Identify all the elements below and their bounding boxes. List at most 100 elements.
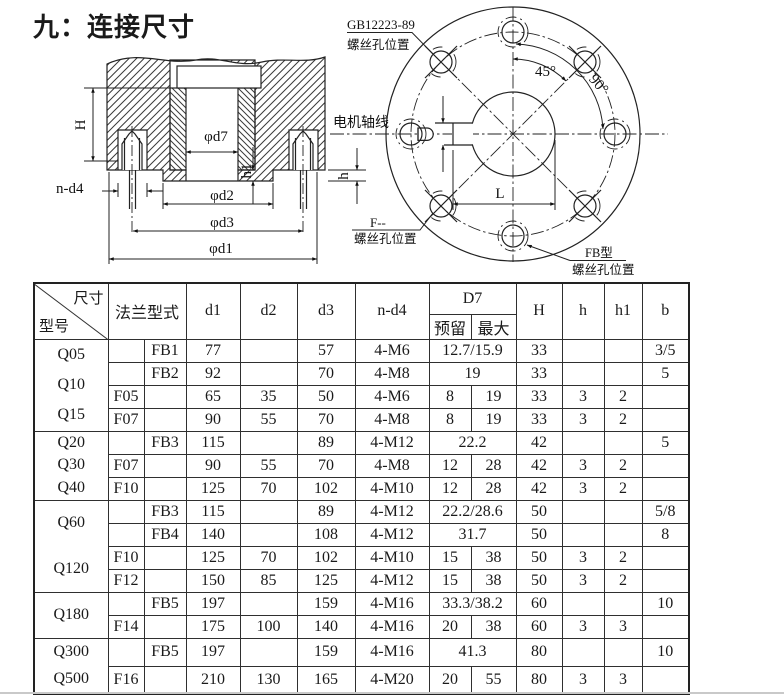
flange-f-cell [107,522,145,547]
flange-fb-cell [143,614,187,639]
b-cell: 5/8 [641,499,690,524]
H-cell: 50 [515,522,563,547]
h-cell: 3 [561,568,605,593]
h-cell: 3 [561,665,605,695]
dim-n-d4: n-d4 [56,181,84,197]
h-cell: 3 [561,407,605,432]
n-d4-cell: 4-M10 [354,476,430,501]
flange-f-cell: F05 [107,384,145,409]
right-bolt [292,126,314,235]
h-cell [561,338,605,363]
d3-cell: 108 [296,522,356,547]
d3-cell: 140 [296,614,356,639]
n-d4-cell: 4-M12 [354,568,430,593]
d1-cell: 92 [185,361,241,386]
flange-fb-cell: FB3 [143,499,187,524]
header-h1: h1 [603,282,643,340]
n-d4-cell: 4-M8 [354,453,430,478]
n-d4-cell: 4-M12 [354,522,430,547]
d3-cell: 70 [296,407,356,432]
flange-f-cell [107,361,145,386]
h1-cell [603,338,643,363]
n-d4-cell: 4-M20 [354,665,430,695]
D7-reserved-cell: 8 [428,407,472,432]
H-cell: 50 [515,545,563,570]
n-d4-cell: 4-M6 [354,338,430,363]
d3-cell: 165 [296,665,356,695]
H-cell: 42 [515,453,563,478]
h1-cell: 3 [603,614,643,639]
d2-cell: 55 [239,407,298,432]
b-cell [641,384,690,409]
h1-cell: 2 [603,453,643,478]
h1-cell: 2 [603,384,643,409]
header-D7: D7 [428,282,517,315]
D7-reserved-cell: 20 [428,665,472,695]
dim-h: h [336,172,352,180]
D7-reserved-cell: 15 [428,568,472,593]
dim-d3: φd3 [210,215,234,231]
flange-f-cell: F10 [107,545,145,570]
label-gb-standard: GB12223-89 [347,17,415,32]
h1-cell [603,361,643,386]
d3-cell: 89 [296,430,356,455]
D7-max-cell: 28 [470,476,517,501]
dim-d1: φd1 [209,241,233,257]
h1-cell [603,430,643,455]
d2-cell [239,522,298,547]
d1-cell: 175 [185,614,241,639]
D7-reserved-cell: 12 [428,476,472,501]
h-cell [561,591,605,616]
D7-cell: 33.3/38.2 [428,591,517,616]
flange-f-cell: F16 [107,665,145,695]
d2-cell: 70 [239,545,298,570]
d1-cell: 77 [185,338,241,363]
label-45deg: 45° [535,64,556,80]
header-h: h [561,282,605,340]
d1-cell: 150 [185,568,241,593]
label-fb-hole-pos: 螺丝孔位置 [572,262,635,277]
h-cell [561,430,605,455]
h-cell: 3 [561,545,605,570]
header-n-d4: n-d4 [354,282,430,340]
d3-cell: 70 [296,453,356,478]
model-label: Q30 [57,456,86,474]
d3-cell: 125 [296,568,356,593]
d3-cell: 50 [296,384,356,409]
d1-cell: 210 [185,665,241,695]
d1-cell: 115 [185,430,241,455]
D7-max-cell: 19 [470,384,517,409]
dim-H: H [73,119,89,130]
flange-f-cell: F07 [107,453,145,478]
H-cell: 50 [515,568,563,593]
dim-d2: φd2 [210,188,234,204]
h1-cell [603,522,643,547]
h-cell [561,637,605,667]
d2-cell [239,338,298,363]
header-d3: d3 [296,282,356,340]
b-cell [641,665,690,695]
model-label: Q180 [53,606,90,623]
d1-cell: 90 [185,407,241,432]
d2-cell: 35 [239,384,298,409]
h-cell [561,522,605,547]
d2-cell [239,361,298,386]
H-cell: 80 [515,665,563,695]
flange-fb-cell: FB1 [143,338,187,363]
d2-cell: 55 [239,453,298,478]
header-corner: 尺寸型号 [33,282,109,340]
model-label: Q10 [57,375,86,393]
d2-cell [239,637,298,667]
header-H: H [515,282,563,340]
label-f-type: F-- [370,215,386,230]
header-b: b [641,282,690,340]
b-cell [641,614,690,639]
D7-cell: 22.2 [428,430,517,455]
D7-reserved-cell: 15 [428,545,472,570]
d3-cell: 57 [296,338,356,363]
H-cell: 80 [515,637,563,667]
flange-f-cell: F10 [107,476,145,501]
label-f-hole-pos: 螺丝孔位置 [354,231,417,246]
model-label: Q05 [57,345,86,363]
